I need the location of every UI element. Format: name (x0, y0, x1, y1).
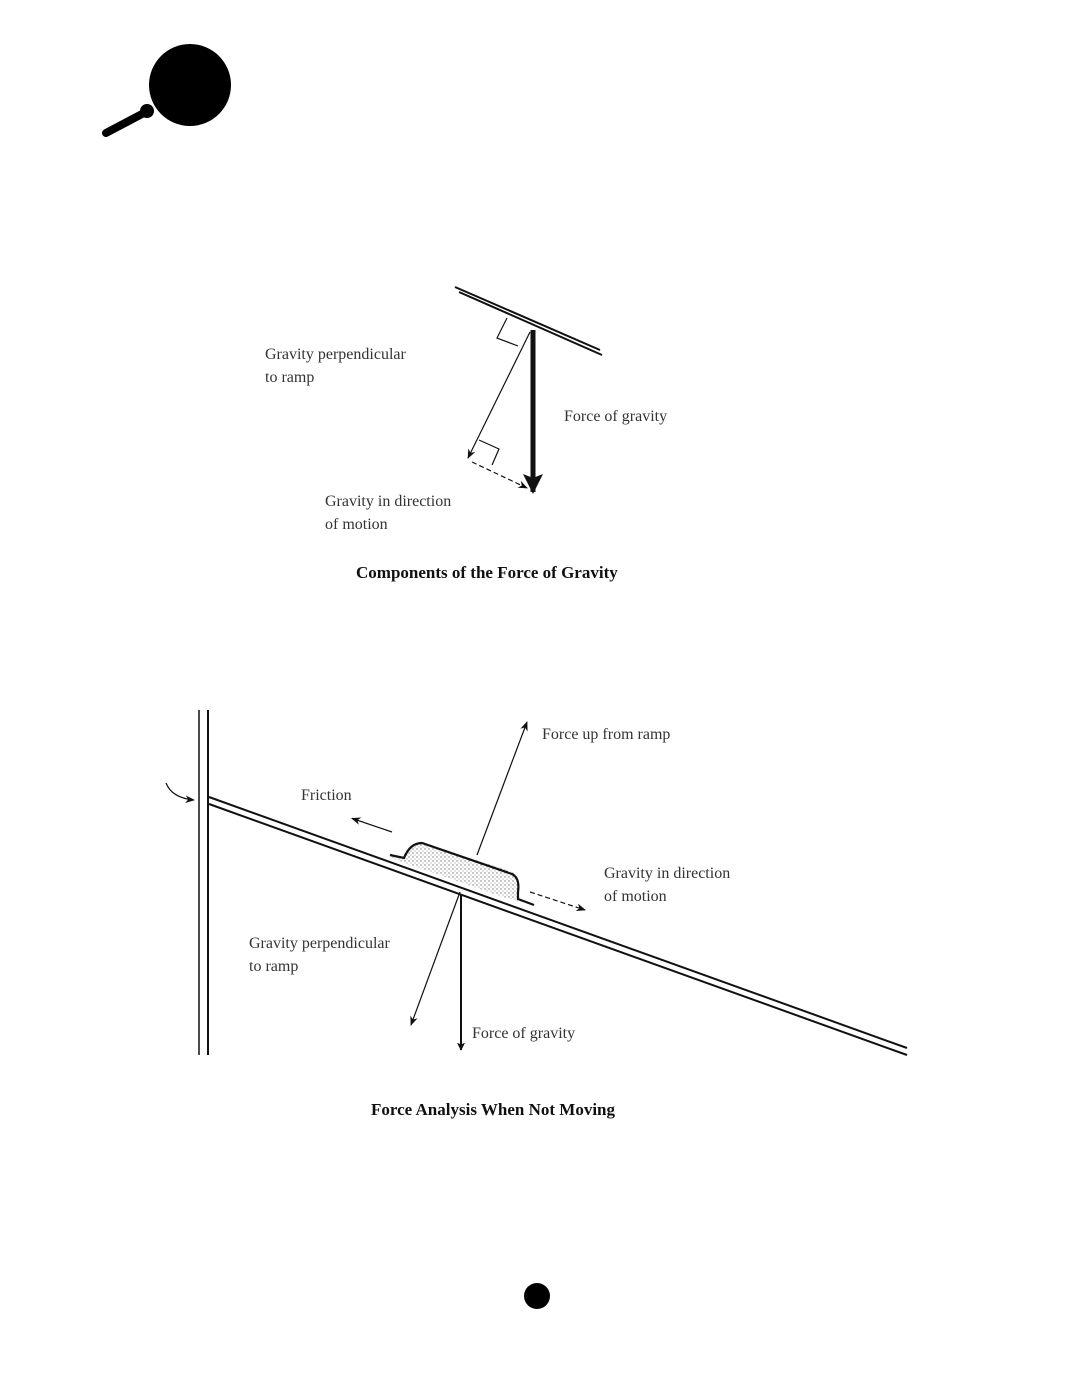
fig1-motion-label: Gravity in direction of motion (325, 490, 451, 536)
magnifier-icon (102, 44, 231, 137)
fig1-perp-line1: Gravity perpendicular (265, 346, 406, 363)
figure2-caption: Force Analysis When Not Moving (371, 1100, 615, 1119)
fig2-motion-line1: Gravity in direction (604, 865, 731, 882)
page-marker-icon (524, 1283, 550, 1309)
fig1-motion-line1: Gravity in direction (325, 493, 452, 510)
fig2-friction-label: Friction (301, 787, 352, 804)
fig2-motion-line2: of motion (604, 888, 667, 905)
figure1-drawing (454, 286, 603, 494)
fig2-perp-line1: Gravity perpendicular (249, 935, 390, 952)
fig2-perp-label: Gravity perpendicular to ramp (249, 932, 390, 978)
fig1-motion-line2: of motion (325, 516, 388, 533)
figure2-drawing (165, 710, 908, 1056)
fig2-perp-line2: to ramp (249, 958, 299, 975)
fig2-gravity-label: Force of gravity (472, 1025, 576, 1042)
fig1-perp-label: Gravity perpendicular to ramp (265, 343, 406, 389)
fig1-gravity-label: Force of gravity (564, 408, 668, 425)
fig2-motion-label: Gravity in direction of motion (604, 862, 730, 908)
fig1-perp-line2: to ramp (265, 369, 315, 386)
fig2-up-label: Force up from ramp (542, 726, 671, 743)
figure1-caption: Components of the Force of Gravity (356, 563, 618, 582)
